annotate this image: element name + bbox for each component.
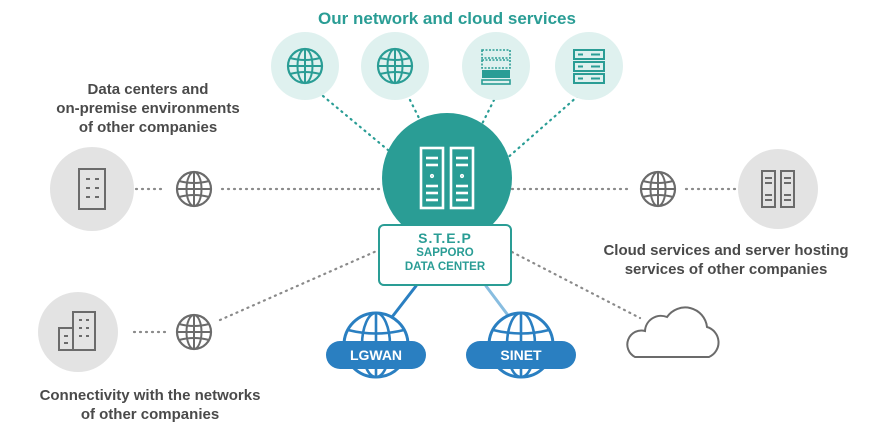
building-icon — [58, 311, 96, 351]
label-line: Connectivity with the networks — [39, 387, 261, 404]
other-dc-node — [50, 147, 134, 231]
service-server-1 — [462, 32, 530, 100]
cloud-services-label: Cloud services and server hosting servic… — [566, 241, 886, 279]
globe-icon — [639, 170, 677, 208]
line-top-4 — [503, 94, 580, 162]
label-line: of other companies — [78, 119, 218, 137]
building-icon — [78, 168, 106, 210]
other-dc-label: Data centers and on-premise environments… — [18, 80, 278, 138]
server-rack-icon — [481, 49, 511, 85]
label-line: Data centers and — [87, 81, 209, 98]
label-line: Cloud services and server hosting — [603, 242, 849, 259]
service-server-2 — [555, 32, 623, 100]
label-line: of other companies — [80, 406, 220, 424]
line-lower-left — [218, 244, 390, 322]
center-subtitle: DATA CENTER — [404, 261, 486, 273]
central-datacenter-node — [382, 113, 512, 243]
line-sinet — [484, 284, 512, 320]
lgwan-badge: LGWAN — [326, 341, 426, 369]
other-hosting-node — [738, 149, 818, 229]
server-rack-icon — [419, 146, 475, 210]
sinet-badge: SINET — [466, 341, 576, 369]
service-globe-1 — [271, 32, 339, 100]
line-top-1 — [321, 94, 402, 162]
center-subtitle: SAPPORO — [416, 247, 474, 259]
globe-icon — [175, 313, 213, 351]
service-globe-2 — [361, 32, 429, 100]
label-line: on-premise environments — [56, 100, 240, 118]
connectivity-node — [38, 292, 118, 372]
connectivity-label: Connectivity with the networks of other … — [0, 386, 300, 424]
label-line: services of other companies — [624, 261, 828, 279]
server-rack-icon — [761, 170, 795, 208]
globe-icon — [175, 170, 213, 208]
diagram-title: Our network and cloud services — [318, 9, 576, 28]
cloud-icon — [626, 306, 720, 358]
step-datacenter-label: S.T.E.P SAPPORO DATA CENTER — [378, 224, 512, 286]
line-cloud — [510, 250, 642, 320]
center-name: S.T.E.P — [418, 230, 472, 246]
server-rack-icon — [573, 49, 605, 84]
